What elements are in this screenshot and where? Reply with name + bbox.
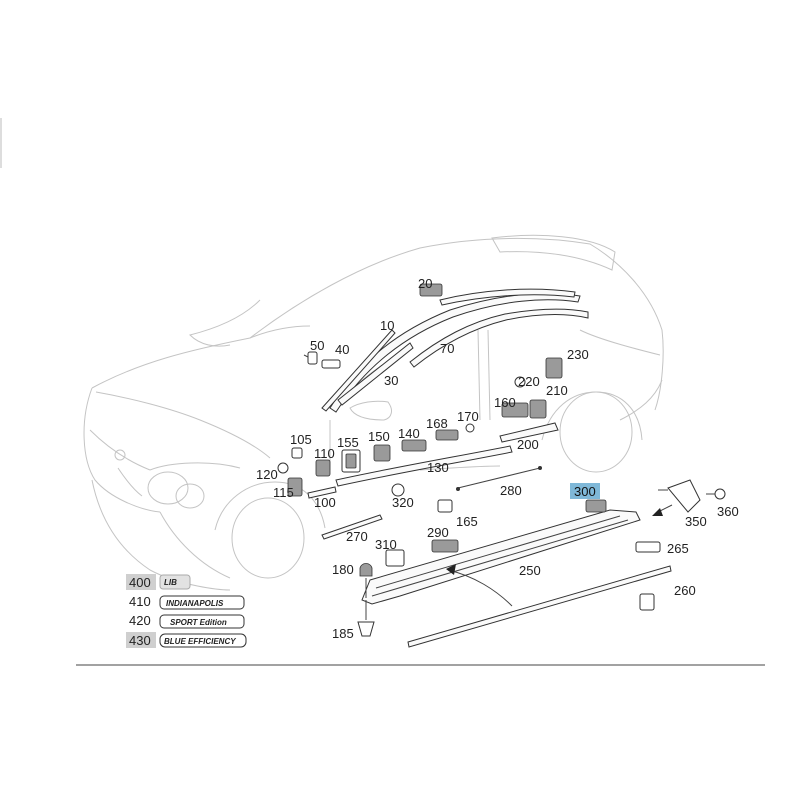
window-trim-10: [329, 292, 581, 413]
clip-155: [341, 449, 361, 473]
clip-115: [287, 477, 303, 497]
label-350: 350: [685, 514, 707, 529]
clip-210: [529, 399, 547, 419]
label-100: 100: [314, 495, 336, 510]
arrow-to-bracket: [652, 504, 673, 516]
badge-430-number: 430: [129, 633, 151, 648]
screw-185: [357, 600, 375, 637]
badge-400-text: LIB: [164, 578, 177, 587]
labels: 20 10 70 50 40 30 230 220 210 160 170 16…: [256, 276, 739, 641]
trim-30: [337, 342, 414, 406]
clip-50: [303, 351, 318, 365]
side-skirt-250: [361, 509, 641, 605]
screw-360: [706, 488, 726, 500]
badge-410-plate: [159, 595, 245, 610]
label-20: 20: [418, 276, 432, 291]
clip-220: [514, 376, 526, 388]
clip-310: [385, 549, 405, 567]
label-120: 120: [256, 467, 278, 482]
label-165: 165: [456, 514, 478, 529]
clip-170: [465, 423, 475, 433]
label-140: 140: [398, 426, 420, 441]
nut-180: [359, 563, 373, 598]
molding-130: [335, 445, 513, 487]
label-300: 300: [574, 484, 596, 499]
label-160: 160: [494, 395, 516, 410]
label-115: 115: [273, 485, 294, 500]
label-30: 30: [384, 373, 398, 388]
strip-260: [407, 565, 672, 648]
label-70: 70: [440, 341, 454, 356]
label-300-highlight: [570, 483, 600, 499]
badge-430-plate: [159, 633, 247, 648]
label-10: 10: [380, 318, 394, 333]
clip-120: [277, 462, 289, 474]
label-200: 200: [517, 437, 539, 452]
label-290: 290: [427, 525, 449, 540]
label-180: 180: [332, 562, 354, 577]
mirror-trim: [321, 329, 396, 412]
label-168: 168: [426, 416, 448, 431]
molding-200: [499, 422, 559, 443]
clip-265: [635, 541, 661, 553]
strip-270: [321, 514, 383, 540]
clip-300: [585, 499, 607, 513]
arrow-to-skirt: [446, 564, 513, 607]
clip-290: [431, 539, 459, 553]
clip-140: [401, 439, 427, 452]
label-270: 270: [346, 529, 368, 544]
badge-420-plate: [159, 614, 245, 629]
badge-430-number-bg: [126, 632, 156, 648]
label-40: 40: [335, 342, 349, 357]
clip-230: [545, 357, 563, 379]
clip-40: [321, 359, 341, 369]
label-220: 220: [518, 374, 540, 389]
label-230: 230: [567, 347, 589, 362]
label-185: 185: [332, 626, 354, 641]
badge-400-number: 400: [129, 575, 151, 590]
car-outline: [83, 234, 664, 591]
badge-400-plate: [159, 574, 191, 590]
clip-20: [419, 283, 443, 297]
label-320: 320: [392, 495, 414, 510]
label-310: 310: [375, 537, 397, 552]
label-210: 210: [546, 383, 568, 398]
label-150: 150: [368, 429, 390, 444]
clip-110: [315, 459, 331, 477]
label-155: 155: [337, 435, 359, 450]
clip-105: [291, 447, 303, 459]
label-170: 170: [457, 409, 479, 424]
clip-150: [373, 444, 391, 462]
label-110: 110: [314, 446, 335, 461]
roof-trim: [439, 288, 576, 306]
clip-168: [435, 429, 459, 441]
bracket-350: [658, 479, 701, 513]
clip-320: [391, 483, 405, 497]
badge-legend: 400 LIB 410 INDIANAPOLIS 420 SPORT Editi…: [126, 574, 247, 648]
cable-280: [456, 466, 542, 491]
window-trim-70: [409, 308, 589, 368]
molding-100: [307, 486, 337, 499]
label-265: 265: [667, 541, 689, 556]
clip-165: [437, 499, 453, 513]
badge-400-number-bg: [126, 574, 156, 590]
label-250: 250: [519, 563, 541, 578]
cap-260: [639, 593, 655, 611]
label-50: 50: [310, 338, 324, 353]
clip-160: [501, 402, 529, 418]
badge-420-number: 420: [129, 613, 151, 628]
badge-410-text: INDIANAPOLIS: [166, 599, 224, 608]
label-360: 360: [717, 504, 739, 519]
label-130: 130: [427, 460, 449, 475]
label-105: 105: [290, 432, 312, 447]
label-280: 280: [500, 483, 522, 498]
badge-430-text: BLUE EFFICIENCY: [164, 637, 236, 646]
label-260: 260: [674, 583, 696, 598]
badge-410-number: 410: [129, 594, 151, 609]
badge-420-text: SPORT Edition: [170, 618, 227, 627]
